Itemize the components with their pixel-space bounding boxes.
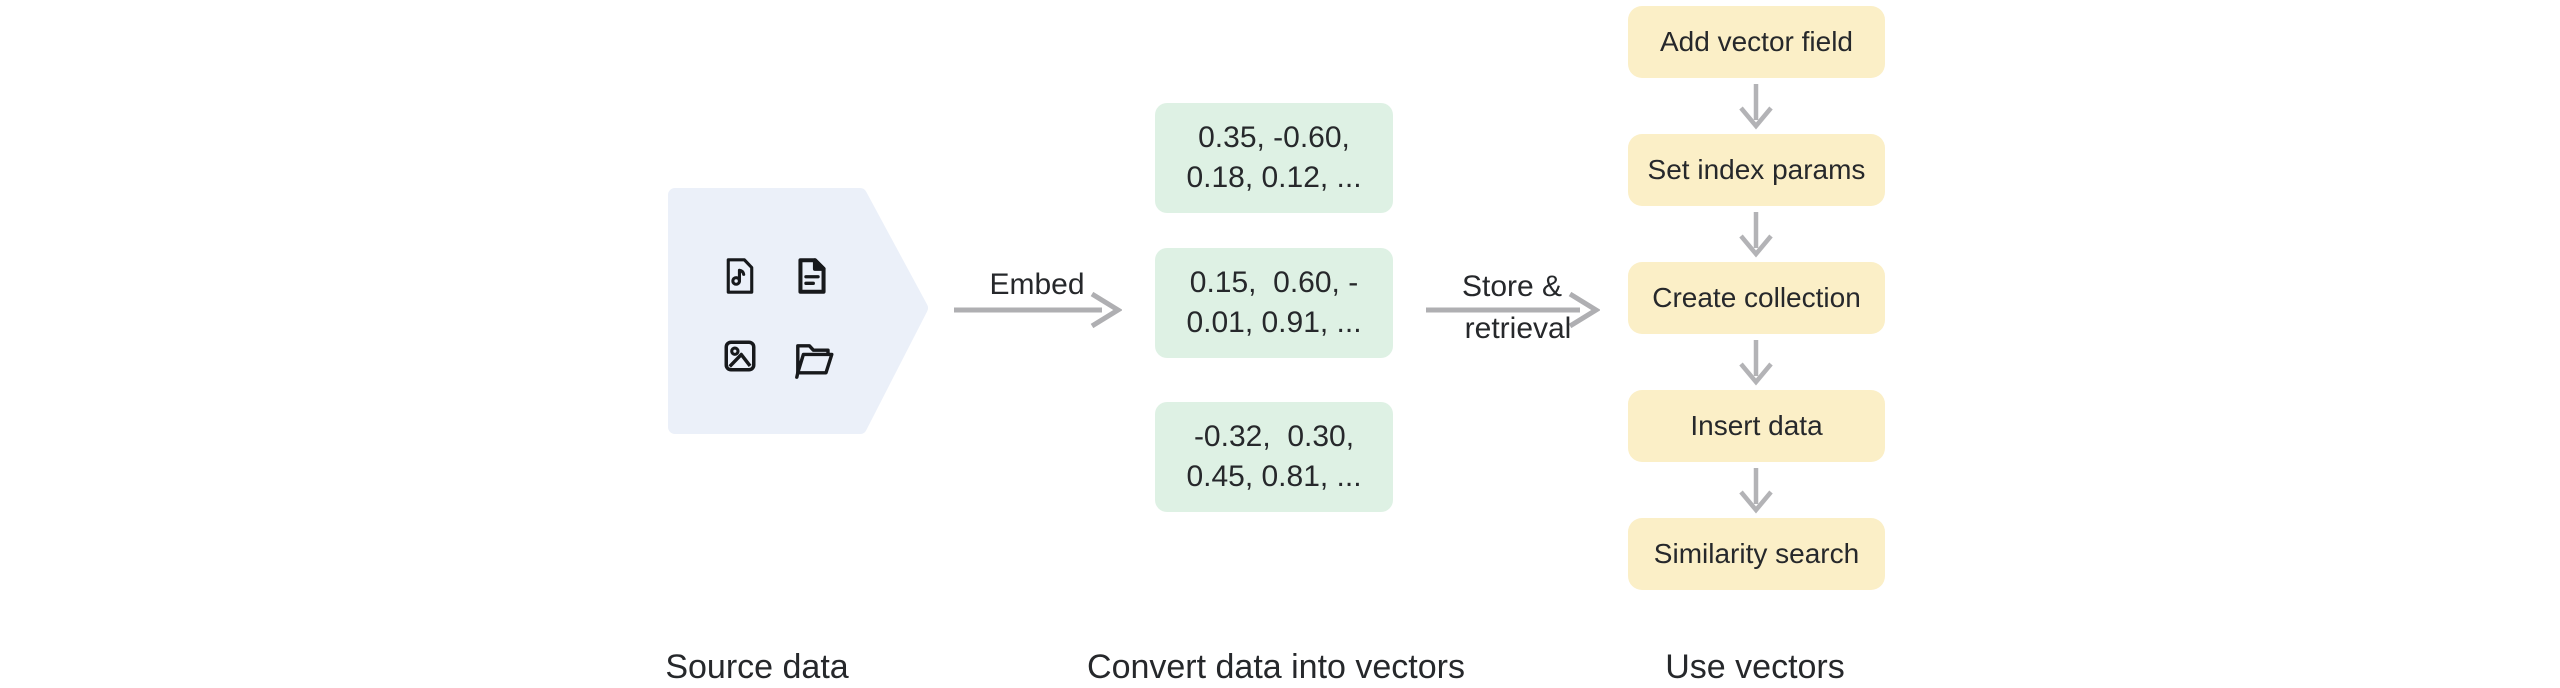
step-label: Insert data [1690, 410, 1823, 441]
step-label: Set index params [1647, 154, 1866, 185]
step-box-similarity-search: Similarity search [1628, 518, 1885, 590]
folder-open-icon [795, 344, 834, 379]
stage-label-use: Use vectors [1665, 648, 1845, 686]
source-icons [718, 254, 834, 379]
step-label: Similarity search [1653, 538, 1860, 569]
embed-arrow [954, 291, 1122, 329]
down-arrow-icon [1739, 212, 1773, 258]
vector-box: 0.15, 0.60, - 0.01, 0.91, ... [1155, 248, 1393, 358]
image-icon [724, 340, 756, 372]
stage-label-source: Source data [665, 648, 849, 686]
store-retrieval-label-line2: retrieval [1464, 312, 1572, 345]
audio-file-icon [726, 258, 754, 294]
vector-value-line: 0.35, -0.60, [1198, 121, 1350, 154]
step-label: Create collection [1652, 282, 1861, 313]
vector-box: -0.32, 0.30, 0.45, 0.81, ... [1155, 402, 1393, 512]
down-arrow-icon [1739, 468, 1773, 514]
store-retrieval-label-line1: Store & [1461, 270, 1563, 303]
vector-value-line: 0.18, 0.12, ... [1186, 161, 1362, 194]
vector-value-line: -0.32, 0.30, [1193, 420, 1355, 453]
step-label: Add vector field [1660, 26, 1853, 57]
store-retrieval-arrow [1426, 291, 1600, 329]
vector-value-line: 0.01, 0.91, ... [1186, 306, 1362, 339]
step-box-create-collection: Create collection [1628, 262, 1885, 334]
step-box-add-vector-field: Add vector field [1628, 6, 1885, 78]
stage-label-convert: Convert data into vectors [1087, 648, 1465, 686]
text-document-icon [798, 258, 826, 294]
vector-value-line: 0.15, 0.60, - [1189, 266, 1359, 299]
vector-box: 0.35, -0.60, 0.18, 0.12, ... [1155, 103, 1393, 213]
step-box-set-index-params: Set index params [1628, 134, 1885, 206]
embed-label: Embed [989, 268, 1085, 301]
step-box-insert-data: Insert data [1628, 390, 1885, 462]
vector-value-line: 0.45, 0.81, ... [1186, 460, 1362, 493]
down-arrow-icon [1739, 84, 1773, 130]
down-arrow-icon [1739, 340, 1773, 386]
